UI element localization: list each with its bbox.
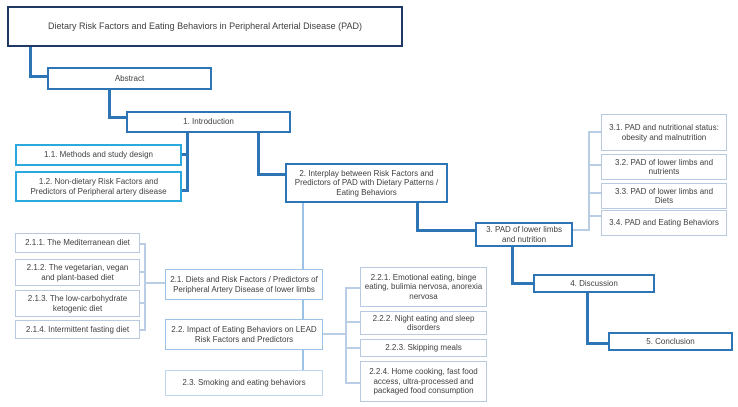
connector-211-stub bbox=[140, 243, 144, 245]
connector-3-group-h bbox=[573, 229, 588, 231]
node-pad-nutrition: 3. PAD of lower limbs and nutrition bbox=[475, 222, 573, 247]
connector-22-23-v bbox=[302, 350, 304, 371]
node-smoking: 2.3. Smoking and eating behaviors bbox=[165, 370, 323, 396]
connector-title-abstract-v bbox=[29, 47, 32, 78]
connector-interplay-pad3-h bbox=[416, 229, 475, 232]
node-keto: 2.1.3. The low-carbohydrate ketogenic di… bbox=[15, 290, 140, 317]
connector-pad3-discussion-v bbox=[511, 247, 514, 285]
node-eating-impact: 2.2. Impact of Eating Behaviors on LEAD … bbox=[165, 319, 323, 350]
connector-33-stub bbox=[590, 192, 601, 194]
node-diets-risk: 2.1. Diets and Risk Factors / Predictors… bbox=[165, 269, 323, 300]
node-abstract: Abstract bbox=[47, 67, 212, 90]
connector-21-group-h bbox=[146, 282, 165, 284]
connector-3-group-v bbox=[588, 131, 590, 231]
connector-213-stub bbox=[140, 302, 144, 304]
connector-discussion-conclusion-h bbox=[586, 342, 608, 345]
connector-interplay-pad3-v bbox=[416, 203, 419, 232]
connector-21-22-v bbox=[302, 300, 304, 320]
node-discussion: 4. Discussion bbox=[533, 274, 655, 293]
connector-21-group-v bbox=[144, 243, 146, 331]
node-emotional: 2.2.1. Emotional eating, binge eating, b… bbox=[360, 267, 487, 307]
connector-221-stub bbox=[347, 287, 360, 289]
connector-title-abstract-h bbox=[29, 75, 47, 78]
node-conclusion: 5. Conclusion bbox=[608, 332, 733, 351]
connector-32-stub bbox=[590, 164, 601, 166]
node-mediterranean: 2.1.1. The Mediterranean diet bbox=[15, 233, 140, 253]
connector-34-stub bbox=[590, 215, 601, 217]
connector-abstract-intro-h bbox=[108, 116, 127, 119]
connector-214-stub bbox=[140, 329, 144, 331]
node-interplay: 2. Interplay between Risk Factors and Pr… bbox=[285, 163, 448, 203]
connector-223-stub bbox=[347, 347, 360, 349]
node-title: Dietary Risk Factors and Eating Behavior… bbox=[7, 6, 403, 47]
node-pad-nutrients: 3.2. PAD of lower limbs and nutrients bbox=[601, 154, 727, 180]
connector-intro-interplay-h bbox=[257, 173, 285, 176]
node-introduction: 1. Introduction bbox=[126, 111, 291, 133]
connector-222-stub bbox=[347, 321, 360, 323]
node-vegetarian: 2.1.2. The vegetarian, vegan and plant-b… bbox=[15, 259, 140, 286]
connector-intro-subsections-v bbox=[186, 133, 189, 192]
node-night-eating: 2.2.2. Night eating and sleep disorders bbox=[360, 311, 487, 335]
connector-31-stub bbox=[590, 131, 601, 133]
connector-22-group-h bbox=[323, 333, 345, 335]
node-pad-eating: 3.4. PAD and Eating Behaviors bbox=[601, 210, 727, 236]
connector-interplay-21-v bbox=[302, 203, 304, 270]
node-home-cooking: 2.2.4. Home cooking, fast food access, u… bbox=[360, 361, 487, 402]
node-pad-diets: 3.3. PAD of lower limbs and Diets bbox=[601, 183, 727, 209]
connector-pad3-discussion-h bbox=[511, 282, 533, 285]
connector-intro-methods-stub bbox=[181, 153, 189, 156]
node-non-dietary: 1.2. Non-dietary Risk Factors and Predic… bbox=[15, 171, 182, 202]
connector-224-stub bbox=[347, 382, 360, 384]
node-skipping: 2.2.3. Skipping meals bbox=[360, 339, 487, 357]
node-methods: 1.1. Methods and study design bbox=[15, 144, 182, 166]
node-pad-status: 3.1. PAD and nutritional status: obesity… bbox=[601, 114, 727, 151]
connector-intro-interplay-v bbox=[257, 133, 260, 176]
connector-discussion-conclusion-v bbox=[586, 292, 589, 345]
connector-intro-nondietary-stub bbox=[181, 189, 189, 192]
connector-22-group-v bbox=[345, 287, 347, 384]
node-fasting: 2.1.4. Intermittent fasting diet bbox=[15, 320, 140, 339]
connector-abstract-intro-v bbox=[108, 90, 111, 119]
connector-212-stub bbox=[140, 271, 144, 273]
